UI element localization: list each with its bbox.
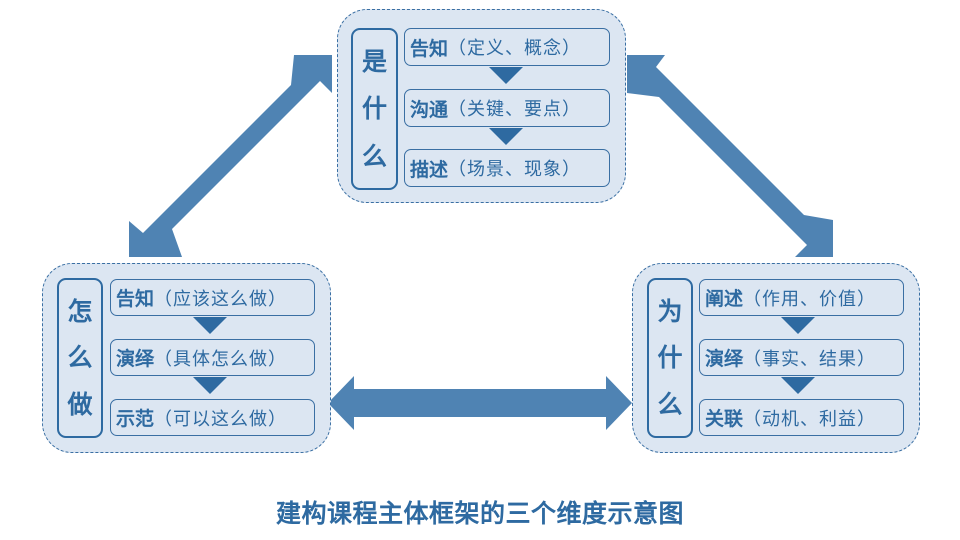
label-char: 么: [361, 141, 387, 171]
label-char: 为: [657, 296, 683, 326]
item-desc: （动机、利益）: [743, 408, 877, 430]
why-item-1: 阐述（作用、价值）: [699, 279, 904, 316]
item-desc: （应该这么做）: [154, 288, 288, 310]
how-item-3: 示范（可以这么做）: [110, 399, 315, 436]
how-item-1: 告知（应该这么做）: [110, 279, 315, 316]
item-desc: （作用、价值）: [743, 288, 877, 310]
down-triangle-icon: [193, 317, 227, 334]
label-char: 什: [657, 343, 683, 373]
double-arrow-how-why: [328, 376, 632, 430]
why-item-2: 演绎（事实、结果）: [699, 339, 904, 376]
group-how-label: 怎 么 做: [57, 278, 103, 438]
down-triangle-icon: [781, 317, 815, 334]
item-desc: （具体怎么做）: [154, 348, 288, 370]
item-desc: （可以这么做）: [154, 408, 288, 430]
what-item-3: 描述（场景、现象）: [404, 149, 610, 187]
double-arrow-what-why: [627, 55, 833, 257]
down-triangle-icon: [489, 67, 523, 84]
item-key: 告知: [116, 288, 155, 310]
down-triangle-icon: [781, 377, 815, 394]
item-desc: （关键、要点）: [448, 99, 582, 120]
what-item-2: 沟通（关键、要点）: [404, 89, 610, 127]
double-arrow-what-how: [129, 55, 332, 257]
item-key: 演绎: [116, 348, 155, 370]
item-key: 演绎: [705, 348, 744, 370]
label-char: 么: [67, 343, 93, 373]
diagram-caption: 建构课程主体框架的三个维度示意图: [275, 499, 684, 528]
item-key: 告知: [410, 37, 449, 60]
item-desc: （定义、概念）: [448, 38, 582, 59]
label-char: 做: [67, 390, 93, 420]
why-item-3: 关联（动机、利益）: [699, 399, 904, 436]
label-char: 什: [361, 94, 387, 124]
item-desc: （事实、结果）: [743, 348, 877, 370]
down-triangle-icon: [193, 377, 227, 394]
what-item-1: 告知（定义、概念）: [404, 28, 610, 66]
label-char: 是: [361, 47, 387, 77]
how-item-2: 演绎（具体怎么做）: [110, 339, 315, 376]
item-key: 关联: [705, 408, 744, 430]
label-char: 么: [657, 390, 683, 420]
label-char: 怎: [67, 296, 93, 326]
item-key: 阐述: [705, 288, 744, 310]
down-triangle-icon: [489, 128, 523, 145]
item-key: 沟通: [410, 98, 449, 121]
item-desc: （场景、现象）: [448, 159, 582, 180]
item-key: 描述: [410, 158, 449, 181]
group-why-label: 为 什 么: [647, 278, 693, 438]
item-key: 示范: [116, 408, 155, 430]
group-what-label: 是 什 么: [351, 28, 398, 190]
